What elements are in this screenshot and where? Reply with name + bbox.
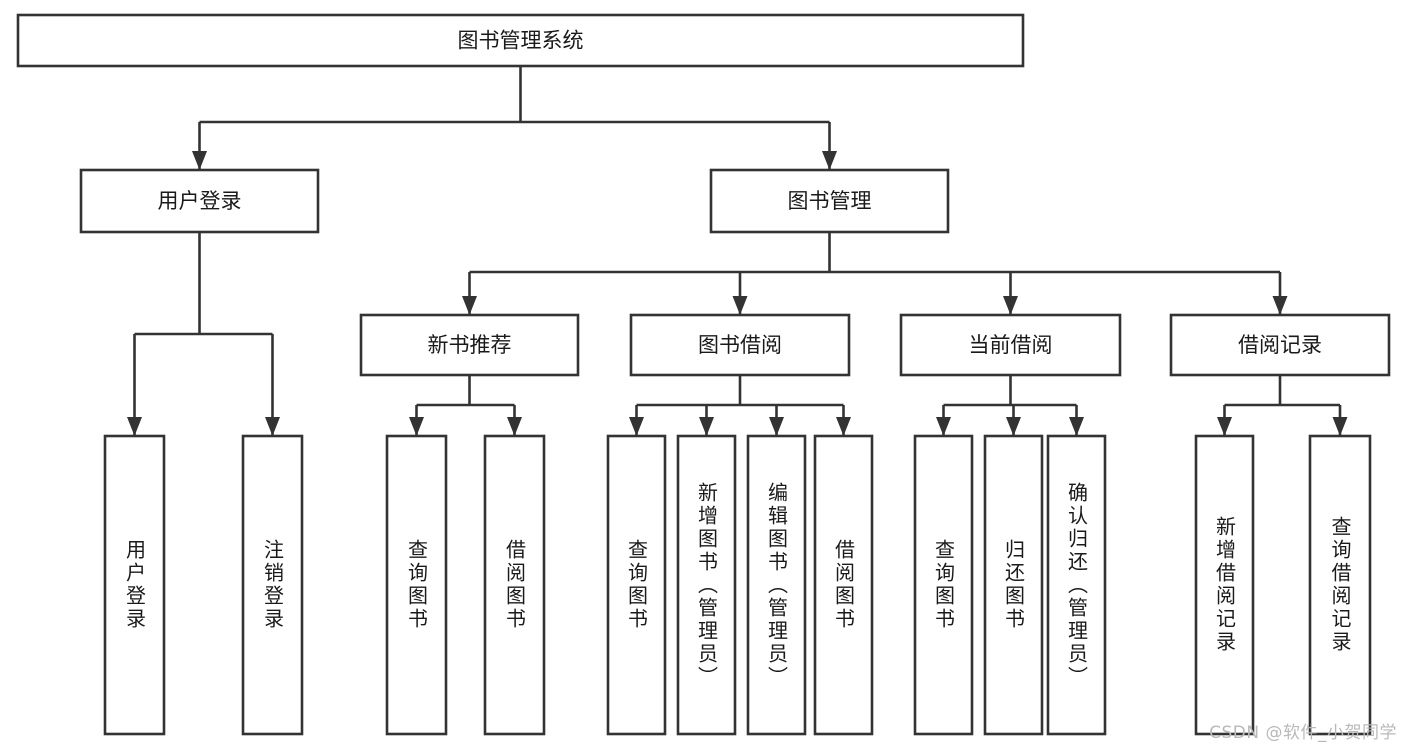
node-label-new-book-rec: 新书推荐 <box>428 333 512 357</box>
arrow-head-icon <box>836 417 851 436</box>
arrow-head-icon <box>629 417 644 436</box>
node-box-book-manage[interactable] <box>709 168 950 234</box>
arrow-head-icon <box>127 417 142 436</box>
node-box-leaf-return-book[interactable] <box>983 434 1044 736</box>
arrow-head-icon <box>732 296 748 315</box>
node-box-current-borrow[interactable] <box>899 313 1122 377</box>
node-box-root[interactable] <box>16 13 1025 68</box>
node-box-leaf-add-book[interactable] <box>676 434 737 736</box>
node-box-borrow-record[interactable] <box>1169 313 1391 377</box>
arrow-head-icon <box>936 417 951 436</box>
node-box-leaf-query-record[interactable] <box>1308 434 1372 736</box>
node-label-borrow-record: 借阅记录 <box>1238 333 1322 357</box>
arrow-head-icon <box>822 151 837 170</box>
arrow-head-icon <box>507 417 522 436</box>
node-box-leaf-borrow-book-b[interactable] <box>813 434 874 736</box>
node-box-leaf-query-book-b[interactable] <box>606 434 667 736</box>
arrow-head-icon <box>1003 296 1018 315</box>
watermark-text: CSDN @软件_小贺同学 <box>1209 723 1397 743</box>
arrow-head-icon <box>699 417 714 436</box>
arrow-head-icon <box>1217 417 1232 436</box>
node-box-book-borrow[interactable] <box>629 313 851 377</box>
node-box-leaf-query-book-c[interactable] <box>913 434 974 736</box>
arrow-head-icon <box>1006 417 1021 436</box>
node-label-root: 图书管理系统 <box>458 29 584 53</box>
arrow-head-icon <box>1069 417 1084 436</box>
arrow-head-icon <box>1332 417 1348 436</box>
node-box-leaf-user-login[interactable] <box>103 434 166 736</box>
arrow-head-icon <box>192 151 207 170</box>
arrow-head-icon <box>769 417 784 436</box>
node-label-current-borrow: 当前借阅 <box>969 333 1053 357</box>
node-label-user-login: 用户登录 <box>158 189 242 213</box>
arrow-head-icon <box>462 296 477 315</box>
arrow-head-icon <box>1272 296 1288 315</box>
node-box-leaf-logout[interactable] <box>241 434 304 736</box>
node-box-leaf-edit-book[interactable] <box>746 434 807 736</box>
node-box-new-book-rec[interactable] <box>359 313 580 377</box>
node-box-leaf-query-book-rec[interactable] <box>385 434 448 736</box>
arrow-head-icon <box>265 417 280 436</box>
node-box-leaf-add-record[interactable] <box>1194 434 1255 736</box>
node-label-book-manage: 图书管理 <box>788 189 872 213</box>
node-box-leaf-borrow-book-rec[interactable] <box>483 434 546 736</box>
arrow-head-icon <box>409 417 424 436</box>
node-label-book-borrow: 图书借阅 <box>698 333 782 357</box>
node-box-user-login[interactable] <box>79 168 320 234</box>
node-box-leaf-confirm-return[interactable] <box>1046 434 1107 736</box>
